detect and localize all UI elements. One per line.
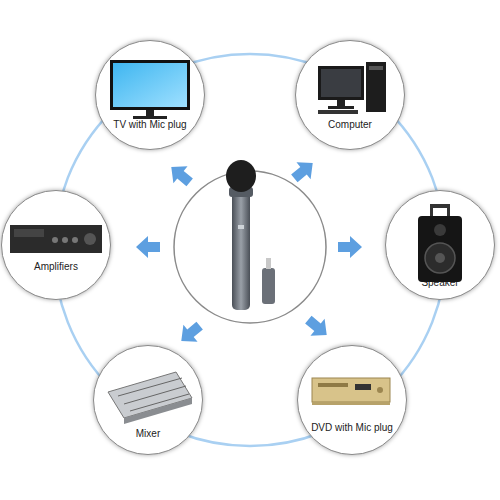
- dvd-base: [312, 402, 390, 405]
- amp-body: [10, 225, 102, 253]
- microphone-circle: [174, 160, 326, 323]
- arrows: [136, 155, 362, 350]
- arrow: [338, 236, 362, 258]
- dvd-body: [312, 378, 390, 402]
- dvd-icon: [312, 378, 390, 405]
- woofer: [425, 243, 455, 273]
- mixer-row: [124, 386, 186, 404]
- dvd-display: [355, 384, 371, 390]
- keyboard: [318, 110, 358, 114]
- device-label: DVD with Mic plug: [298, 422, 406, 434]
- tv-frame: [110, 60, 190, 110]
- label-box: Mixer: [94, 428, 202, 440]
- receiver: [262, 268, 275, 304]
- speaker-body: [418, 216, 462, 282]
- amplifier-icon: [10, 225, 102, 253]
- device-circle: Computer: [295, 40, 405, 150]
- mixer-body: [108, 372, 192, 418]
- mic-head: [226, 160, 256, 192]
- speaker-handle: [432, 204, 448, 208]
- monitor-neck: [337, 100, 345, 106]
- tweeter: [434, 224, 446, 236]
- amp-volume: [84, 233, 96, 245]
- speaker-handle: [430, 204, 433, 218]
- device-label: Mixer: [94, 428, 202, 440]
- monitor-stand: [328, 106, 354, 109]
- arrow: [301, 311, 334, 343]
- mixer-row: [130, 394, 189, 411]
- device-circle: DVD with Mic plug: [297, 345, 407, 455]
- device-circle: Amplifiers: [1, 190, 111, 300]
- pc-tower: [366, 62, 386, 112]
- device-circle: TV with Mic plug: [95, 40, 205, 150]
- label-box: DVD with Mic plug: [298, 422, 406, 434]
- tv-screen: [113, 63, 187, 107]
- center-circle: [174, 171, 326, 323]
- label-box: Speaker: [386, 277, 494, 289]
- speaker-icon: [418, 204, 462, 282]
- dvd-tray: [318, 383, 348, 387]
- device-circle: Speaker: [385, 190, 495, 300]
- tv-neck: [146, 110, 154, 116]
- device-label: Speaker: [386, 277, 494, 289]
- device-circle: Mixer: [93, 345, 203, 455]
- label-box: TV with Mic plug: [96, 119, 204, 131]
- monitor: [318, 66, 364, 100]
- mixer-row: [118, 378, 182, 396]
- mic-ring: [229, 187, 253, 197]
- arrow: [136, 236, 160, 258]
- mic-display: [238, 225, 244, 229]
- device-label: TV with Mic plug: [96, 119, 204, 131]
- speaker-handle: [447, 204, 450, 218]
- amp-knob: [62, 237, 68, 243]
- drive-bay: [369, 66, 383, 70]
- device-label: Computer: [296, 119, 404, 131]
- woofer-cap: [435, 253, 445, 263]
- device-label: Amplifiers: [2, 261, 110, 273]
- computer-icon: [318, 62, 386, 114]
- amp-panel: [14, 229, 44, 237]
- amp-knob: [52, 237, 58, 243]
- label-box: Amplifiers: [2, 261, 110, 273]
- monitor-screen: [321, 69, 361, 97]
- amp-knob: [72, 237, 78, 243]
- receiver-plug: [266, 258, 271, 269]
- dvd-knob: [377, 387, 383, 393]
- arrow: [164, 159, 197, 191]
- arrow: [287, 155, 320, 187]
- mixer-icon: [108, 372, 192, 424]
- tv-icon: [110, 60, 190, 119]
- arrow: [174, 317, 207, 349]
- mixer-front: [124, 398, 192, 424]
- tv-stand: [133, 116, 167, 119]
- mic-handle: [232, 192, 250, 310]
- label-box: Computer: [296, 119, 404, 131]
